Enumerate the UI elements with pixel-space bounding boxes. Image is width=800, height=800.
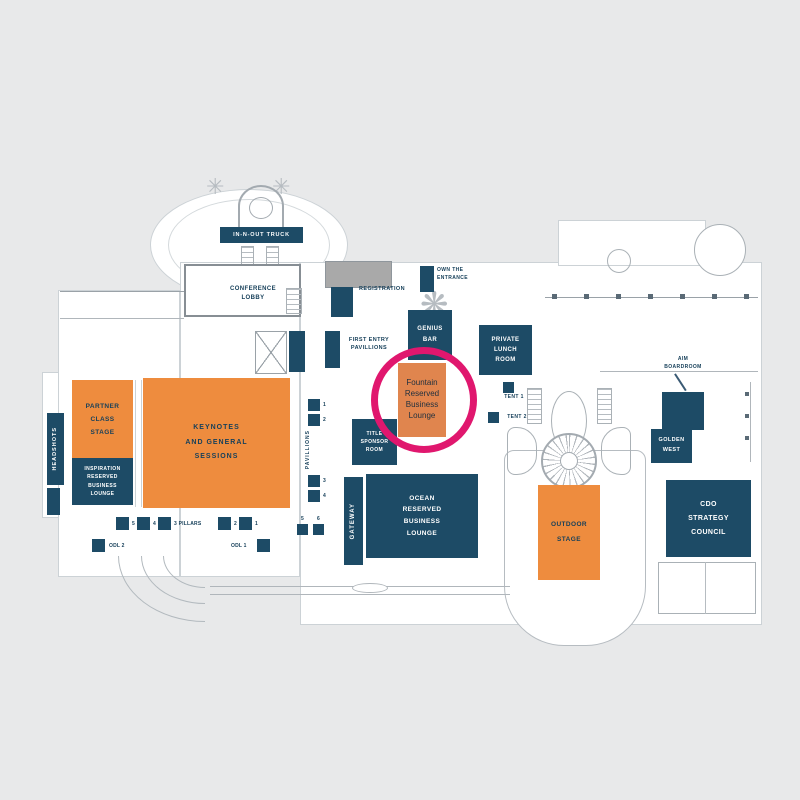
column-tick	[745, 436, 749, 440]
column-icon	[266, 246, 279, 266]
garden-steps-icon	[527, 388, 542, 424]
pillar-3	[158, 517, 171, 530]
garden-bed	[601, 427, 631, 475]
pavillion-1	[308, 399, 320, 411]
room-aim-boardroom	[662, 392, 704, 430]
pavillion-4-number: 4	[323, 493, 326, 499]
label-aim-boardroom: AIM BOARDROOM	[664, 356, 702, 370]
pillar-2-label: 2	[234, 521, 237, 527]
arch-icon	[238, 185, 284, 227]
column-icon	[241, 246, 254, 266]
pavillion-1-number: 1	[323, 402, 326, 408]
hall-divider	[135, 380, 142, 507]
pavillion-5-number: 5	[301, 516, 304, 522]
room-gateway: GATEWAY	[344, 477, 363, 565]
room-first-entry-pavillion	[325, 331, 340, 368]
label-registration: REGISTRATION	[359, 286, 405, 292]
courtyard-circle	[607, 249, 631, 273]
label-conference-lobby: CONFERENCE LOBBY	[229, 286, 276, 301]
room-cdo-strategy-council: CDO STRATEGY COUNCIL	[666, 480, 751, 557]
roof-block	[325, 261, 392, 288]
arch-medallion-icon	[249, 197, 273, 219]
highlight-ring	[371, 347, 477, 453]
pavillion-6-number: 6	[317, 516, 320, 522]
label-pavillions: PAVILLIONS	[304, 430, 311, 470]
pavillion-2	[308, 414, 320, 426]
column-tick	[744, 294, 749, 299]
label-headshots: HEADSHOTS	[52, 427, 59, 471]
room-title-sponsor-room: TITLE SPONSOR ROOM	[352, 419, 397, 465]
pillar-4-label: 4	[153, 521, 156, 527]
pillar-1-label: 1	[255, 521, 258, 527]
room-own-the-entrance	[420, 266, 434, 292]
elevator-icon	[255, 331, 287, 374]
column-tick	[648, 294, 653, 299]
pillar-5-label: 5	[132, 521, 135, 527]
garden-steps-icon	[597, 388, 612, 424]
corridor-wall	[60, 291, 184, 292]
pavillion-2-number: 2	[323, 417, 326, 423]
pavillion-3	[308, 475, 320, 487]
pavillion-6	[313, 524, 324, 535]
fountain-hub	[560, 452, 578, 470]
southeast-rooms-outline	[658, 562, 756, 614]
column-tick	[680, 294, 685, 299]
label-gateway: GATEWAY	[349, 502, 356, 540]
pillar-3-label: 3 PILLARS	[174, 521, 202, 527]
terrace-ornament	[352, 583, 388, 593]
terrace-line	[210, 594, 510, 595]
label-first-entry-pavillions: FIRST ENTRY PAVILLIONS	[348, 337, 390, 352]
room-in-n-out-truck: IN-N-OUT TRUCK	[220, 227, 303, 243]
label-own-the-entrance: OWN THE ENTRANCE	[437, 267, 468, 281]
room-partner-class-stage: PARTNER CLASS STAGE	[72, 380, 133, 458]
north-tower	[694, 224, 746, 276]
palm-icon: ✳	[206, 174, 225, 199]
corridor-wall	[60, 318, 184, 319]
room-tent-2	[488, 412, 499, 423]
label-tent-1: TENT 1	[504, 394, 524, 400]
odl-2-label: ODL 2	[109, 543, 125, 549]
colonnade-wall	[600, 371, 758, 372]
pavillion-3-number: 3	[323, 478, 326, 484]
room-golden-west: GOLDEN WEST	[651, 429, 692, 463]
room-ocean-reserved-business-lounge: OCEAN RESERVED BUSINESS LOUNGE	[366, 474, 478, 558]
room-outdoor-stage: OUTDOOR STAGE	[538, 485, 600, 580]
southeast-rooms-wall	[705, 562, 706, 614]
stairs-icon	[286, 288, 302, 314]
column-tick	[745, 414, 749, 418]
room-keynotes-general-sessions: KEYNOTES AND GENERAL SESSIONS	[143, 378, 290, 508]
pillar-4	[137, 517, 150, 530]
north-wing-floor	[558, 220, 706, 266]
east-wall	[750, 382, 751, 462]
column-tick	[584, 294, 589, 299]
room-first-entry-pavillion	[289, 331, 305, 372]
pillar-2	[218, 517, 231, 530]
pavillion-5	[297, 524, 308, 535]
room-inspiration-reserved-business-lounge: INSPIRATION RESERVED BUSINESS LOUNGE	[72, 458, 133, 505]
column-tick	[712, 294, 717, 299]
odl-2-square	[92, 539, 105, 552]
pavillion-4	[308, 490, 320, 502]
room-registration-desk	[331, 287, 353, 317]
column-tick	[745, 392, 749, 396]
odl-1-label: ODL 1	[231, 543, 247, 549]
odl-1-square	[257, 539, 270, 552]
room-small-annex	[47, 488, 60, 515]
pillar-5	[116, 517, 129, 530]
column-tick	[616, 294, 621, 299]
column-tick	[552, 294, 557, 299]
label-tent-2: TENT 2	[507, 414, 527, 420]
room-private-lunch-room: PRIVATE LUNCH ROOM	[479, 325, 532, 375]
room-tent-1	[503, 382, 514, 393]
pillar-1	[239, 517, 252, 530]
room-headshots: HEADSHOTS	[47, 413, 64, 485]
